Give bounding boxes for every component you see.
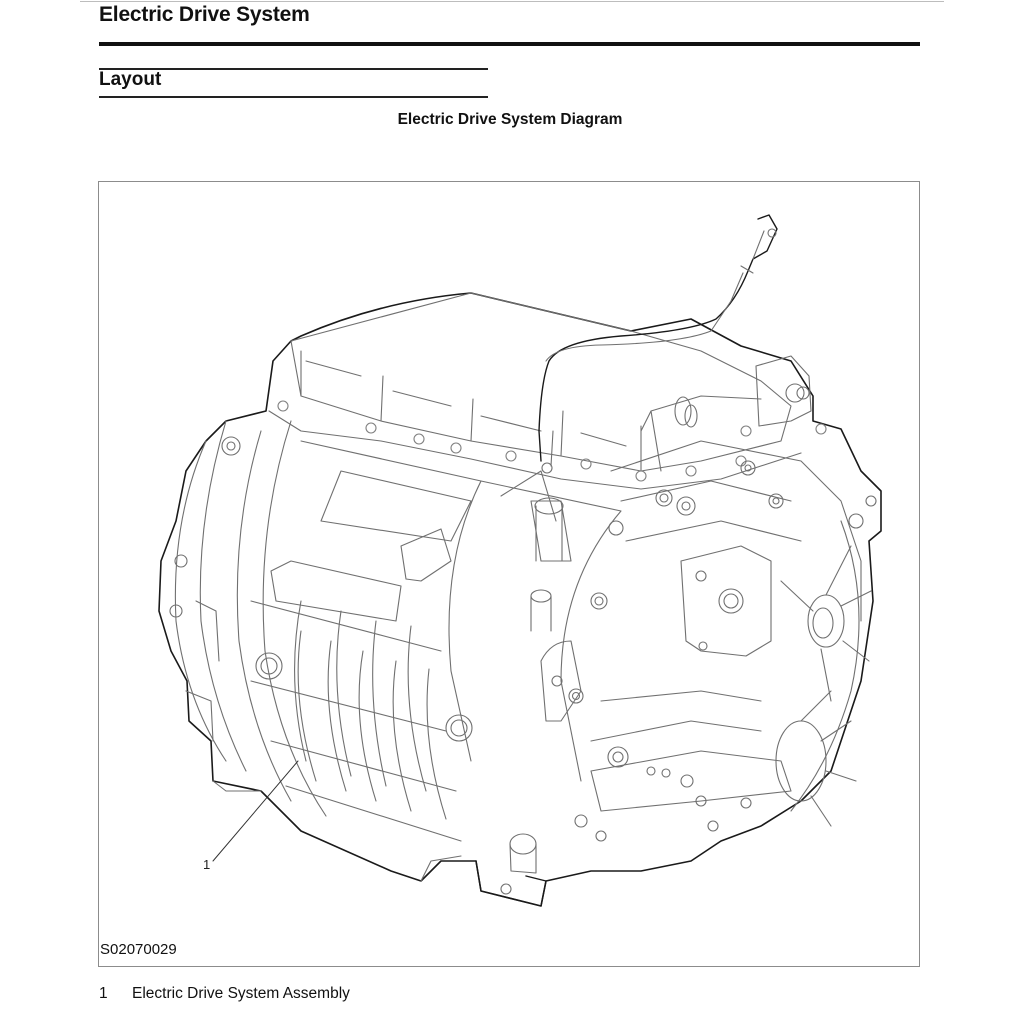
section-divider-top (99, 68, 488, 70)
legend-item-number: 1 (99, 985, 108, 1002)
figure-legend: 1 Electric Drive System Assembly (99, 985, 350, 1003)
section-title: Layout (99, 69, 162, 90)
figure-image-id: S02070029 (100, 941, 177, 958)
legend-item-label: Electric Drive System Assembly (132, 985, 350, 1002)
section-divider-bottom (99, 96, 488, 98)
electric-drive-unit-diagram-icon (158, 214, 882, 907)
title-divider (99, 42, 920, 46)
page-title: Electric Drive System (99, 3, 310, 26)
page-top-border (80, 1, 944, 2)
figure-frame: S02070029 1 (98, 181, 920, 967)
figure-caption: Electric Drive System Diagram (397, 111, 623, 128)
callout-number-1: 1 (203, 857, 211, 872)
